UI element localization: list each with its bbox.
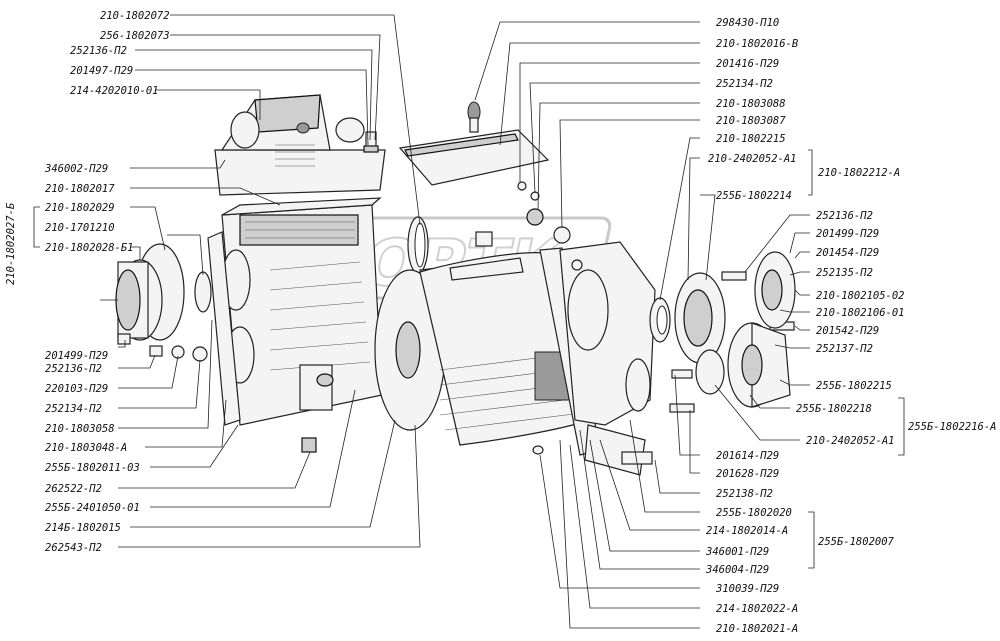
drain-plug xyxy=(301,437,317,453)
label-l11: 252136-П2 xyxy=(45,363,102,375)
label-r10: 201499-П29 xyxy=(816,228,879,240)
label-l6: 210-1802017 xyxy=(45,183,115,195)
label-r2: 201416-П29 xyxy=(716,58,779,70)
label-l19: 214Б-1802015 xyxy=(45,522,121,534)
label-r25: 346001-П29 xyxy=(705,546,769,558)
top-cover-plate xyxy=(398,101,550,201)
label-l17: 262522-П2 xyxy=(45,483,102,495)
label-r14: 210-1802106-01 xyxy=(816,307,905,319)
label-r16: 252137-П2 xyxy=(816,343,873,355)
label-r3: 252134-П2 xyxy=(716,78,773,90)
left-bracket xyxy=(33,206,40,248)
label-l12: 220103-П29 xyxy=(45,383,108,395)
group-brackets xyxy=(808,149,905,569)
label-l16: 255Б-1802011-03 xyxy=(45,462,140,474)
output-flange-bottom xyxy=(727,322,791,408)
group-labels: 210-1802212-А 255Б-1802216-А 255Б-180200… xyxy=(818,167,997,548)
cover-plate-small xyxy=(584,424,653,476)
label-r17: 255Б-1802215 xyxy=(816,380,892,392)
label-r8: 255Б-1802214 xyxy=(716,190,792,202)
label-r12: 252135-П2 xyxy=(816,267,873,279)
label-r13: 210-1802105-02 xyxy=(816,290,905,302)
label-r19: 210-2402052-А1 xyxy=(806,435,895,447)
label-r11: 201454-П29 xyxy=(816,247,879,259)
label-r27: 310039-П29 xyxy=(715,583,779,595)
label-l8: 210-1701210 xyxy=(45,222,115,234)
label-l5: 346002-П29 xyxy=(44,163,108,175)
label-r18: 255Б-1802218 xyxy=(796,403,872,415)
left-labels: 210-1802072 256-1802073 252136-П2 201497… xyxy=(44,10,170,554)
gasket-left xyxy=(207,231,241,426)
rear-flange-plate xyxy=(526,208,656,426)
group-label-0: 210-1802212-А xyxy=(818,167,900,179)
label-l4: 214-4202010-01 xyxy=(70,85,159,97)
output-flange-top xyxy=(754,251,796,329)
right-labels: 298430-П10 210-1802016-В 201416-П29 2521… xyxy=(705,17,905,635)
label-l13: 252134-П2 xyxy=(45,403,102,415)
group-label-2: 255Б-1802007 xyxy=(818,536,895,548)
label-r24: 214-1802014-А xyxy=(706,525,788,537)
group-label-1: 255Б-1802216-А xyxy=(908,421,997,433)
label-r9: 252136-П2 xyxy=(816,210,873,222)
label-r22: 252138-П2 xyxy=(716,488,773,500)
gearbox-housing xyxy=(221,197,383,426)
label-r7: 210-2402052-А1 xyxy=(708,153,797,165)
bolts-right xyxy=(669,271,795,413)
label-r1: 210-1802016-В xyxy=(716,38,798,50)
label-l1: 256-1802073 xyxy=(100,30,170,42)
label-r28: 214-1802022-А xyxy=(716,603,798,615)
bolt-small xyxy=(363,131,379,153)
label-l15: 210-1803048-А xyxy=(45,442,127,454)
label-r20: 201614-П29 xyxy=(716,450,779,462)
label-l18: 255Б-2401050-01 xyxy=(45,502,140,514)
seal-ring-right xyxy=(649,297,671,343)
top-cover-housing xyxy=(214,94,386,196)
label-r5: 210-1803087 xyxy=(716,115,786,127)
label-r21: 201628-П29 xyxy=(716,468,779,480)
label-l0: 210-1802072 xyxy=(100,10,170,22)
leader-lines xyxy=(100,14,810,629)
label-r26: 346004-П29 xyxy=(705,564,769,576)
left-flange xyxy=(115,243,212,341)
label-r4: 210-1803088 xyxy=(716,98,786,110)
label-l9: 210-1802028-Б1 xyxy=(45,242,134,254)
label-r6: 210-1802215 xyxy=(716,133,786,145)
label-r15: 201542-П29 xyxy=(816,325,879,337)
transmission-body xyxy=(374,231,591,455)
label-l10: 201499-П29 xyxy=(45,350,108,362)
label-r29: 210-1802021-А xyxy=(716,623,798,635)
label-l3: 201497-П29 xyxy=(70,65,133,77)
label-l2: 252136-П2 xyxy=(70,45,127,57)
split-ring xyxy=(407,216,429,274)
vertical-label: 210-1802027-Б xyxy=(5,202,17,285)
label-r23: 255Б-1802020 xyxy=(716,507,792,519)
label-l7: 210-1802029 xyxy=(45,202,115,214)
label-l14: 210-1803058 xyxy=(45,423,115,435)
label-l20: 262543-П2 xyxy=(45,542,102,554)
label-r0: 298430-П10 xyxy=(716,17,779,29)
bearing-cover xyxy=(674,272,726,395)
